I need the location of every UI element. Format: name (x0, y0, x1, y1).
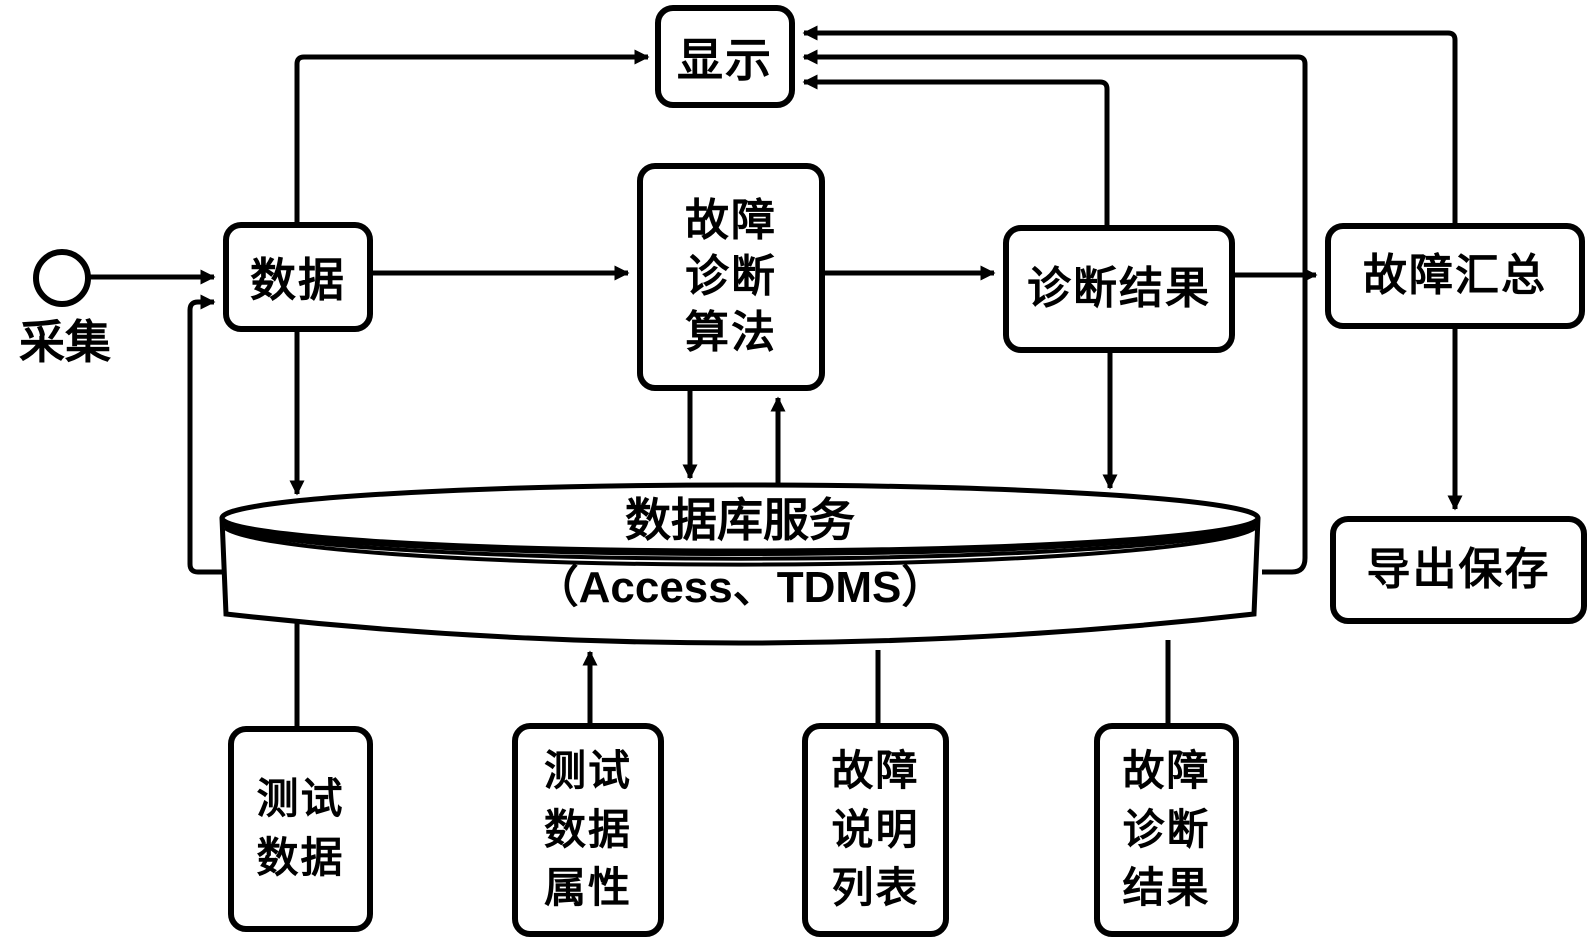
node-data: 数据 (223, 222, 373, 332)
node-fault-diagnosis-result: 故障 诊断 结果 (1094, 723, 1239, 937)
node-fault-description-list: 故障 说明 列表 (802, 723, 949, 937)
node-fault-summary: 故障汇总 (1325, 223, 1585, 329)
edge-data-to-display (294, 49, 650, 222)
node-diagnosis-result: 诊断结果 (1003, 225, 1235, 353)
database-cylinder (219, 482, 1261, 646)
collection-source-label: 采集 (19, 316, 111, 368)
node-display: 显示 (655, 5, 795, 108)
node-export-save: 导出保存 (1330, 516, 1587, 624)
database-subtitle: （Access、TDMS） (534, 563, 946, 612)
edge-result-to-display (802, 74, 1110, 225)
collection-source-icon (33, 249, 91, 307)
edge-database-to-data (187, 294, 222, 575)
edge-database-to-display (802, 49, 1308, 575)
node-fault-diagnosis-algorithm: 故障 诊断 算法 (637, 163, 825, 391)
node-test-data-attributes: 测试 数据 属性 (512, 723, 664, 937)
edge-summary-to-display (802, 25, 1458, 223)
node-test-data: 测试 数据 (228, 726, 373, 932)
database-title: 数据库服务 (625, 494, 855, 546)
